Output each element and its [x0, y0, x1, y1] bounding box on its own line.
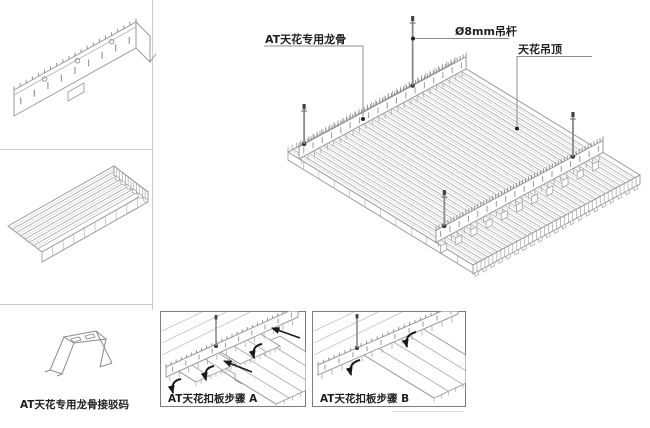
- step-a-drawing: [161, 311, 306, 407]
- leader-lines: [264, 36, 592, 131]
- leader-keel: [264, 45, 364, 116]
- leader-keel-dot: [361, 117, 365, 121]
- label-keel: AT天花专用龙骨: [265, 32, 346, 46]
- label-ceiling: 天花吊顶: [518, 42, 562, 56]
- step-b-label: AT天花扣板步骤 B: [320, 392, 409, 405]
- step-b-box: [312, 311, 466, 407]
- step-a-box: [160, 311, 306, 407]
- leader-rod-dot: [411, 36, 415, 41]
- connector-bracket-detail: [44, 330, 113, 377]
- leader-ceiling-dot: [515, 126, 519, 131]
- connector-label: AT天花专用龙骨接驳码: [20, 398, 129, 411]
- main-assembly-diagram: [286, 16, 642, 277]
- strip-panel-detail: [7, 164, 149, 263]
- step-b-drawing: [313, 311, 466, 402]
- label-hanger-rod: Ø8mm吊杆: [455, 24, 517, 38]
- keel-profile-detail: [13, 18, 157, 117]
- leader-ceiling: [516, 56, 592, 126]
- panel-dividers: [0, 0, 464, 412]
- step-a-label: AT天花扣板步骤 A: [168, 392, 258, 405]
